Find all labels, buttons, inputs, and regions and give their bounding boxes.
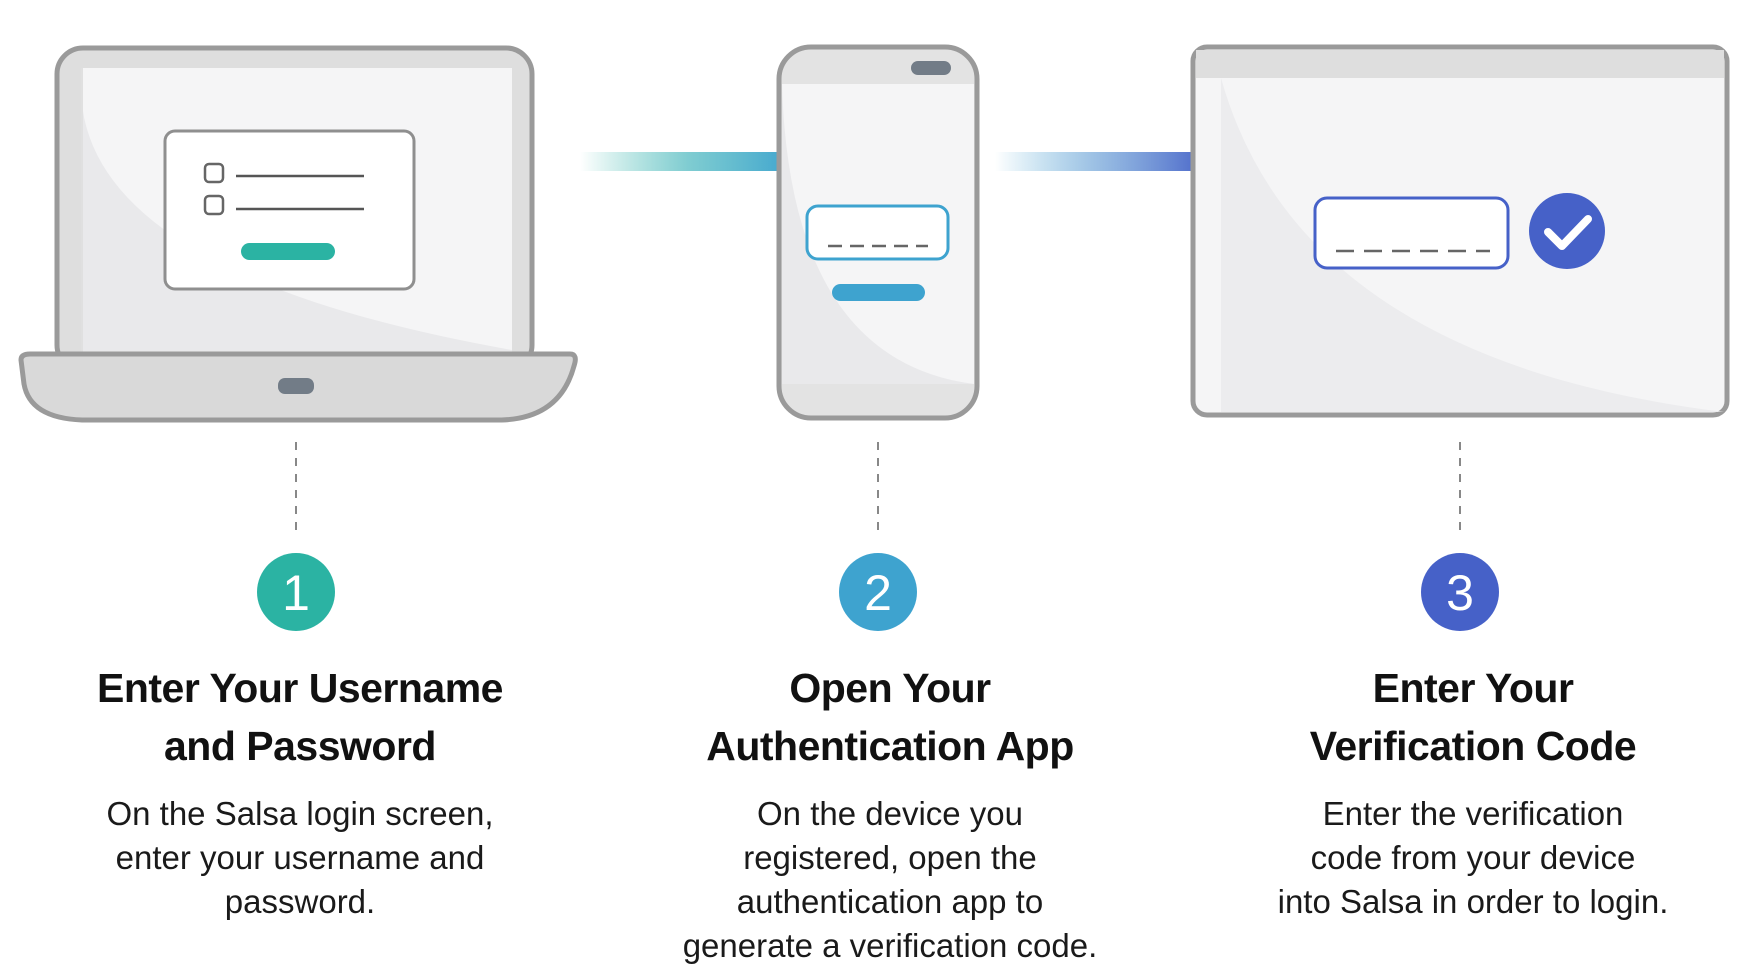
step-3-title-line: Enter Your xyxy=(1372,665,1574,711)
step-2-desc-line: generate a verification code. xyxy=(682,927,1098,964)
step-1-number: 1 xyxy=(282,565,310,621)
step-2-title-line: Open Your xyxy=(789,665,991,711)
step-3-title-line: Verification Code xyxy=(1309,723,1637,769)
step-3-desc-line: code from your device xyxy=(1310,839,1636,876)
phone-illustration xyxy=(776,44,980,421)
browser-window-illustration xyxy=(1190,44,1730,418)
step-1-badge: 1 xyxy=(257,553,335,631)
step-2-desc-line: On the device you xyxy=(757,795,1023,832)
step-3-desc-line: into Salsa in order to login. xyxy=(1277,883,1669,920)
step-3-title: Enter Your Verification Code xyxy=(1233,659,1713,775)
checkbox-icon xyxy=(203,162,225,184)
step-1-description: On the Salsa login screen, enter your us… xyxy=(60,792,540,924)
step-2-badge: 2 xyxy=(839,553,917,631)
code-display-field xyxy=(805,204,950,261)
step-2-number: 2 xyxy=(864,565,892,621)
step-2-title: Open Your Authentication App xyxy=(650,659,1130,775)
login-button-graphic xyxy=(241,243,335,260)
step-1-title-line: Enter Your Username xyxy=(97,665,503,711)
step-3-desc-line: Enter the verification xyxy=(1322,795,1624,832)
step-2-desc-line: registered, open the xyxy=(743,839,1037,876)
step-1-desc-line: On the Salsa login screen, xyxy=(106,795,494,832)
step-1-desc-line: password. xyxy=(224,883,376,920)
step-3-number: 3 xyxy=(1446,565,1474,621)
step-2-title-line: Authentication App xyxy=(706,723,1074,769)
verification-code-field xyxy=(1313,196,1510,270)
step-1-desc-line: enter your username and xyxy=(115,839,485,876)
step-3-badge: 3 xyxy=(1421,553,1499,631)
step-1-title: Enter Your Username and Password xyxy=(60,659,540,775)
step-2-desc-line: authentication app to xyxy=(736,883,1044,920)
laptop-illustration xyxy=(18,45,578,423)
checkmark-circle-icon xyxy=(1529,193,1605,269)
checkbox-icon xyxy=(203,194,225,216)
app-button-graphic xyxy=(832,284,925,301)
step-2-description: On the device you registered, open the a… xyxy=(650,792,1130,968)
step-3-description: Enter the verification code from your de… xyxy=(1233,792,1713,924)
step-1-title-line: and Password xyxy=(164,723,436,769)
